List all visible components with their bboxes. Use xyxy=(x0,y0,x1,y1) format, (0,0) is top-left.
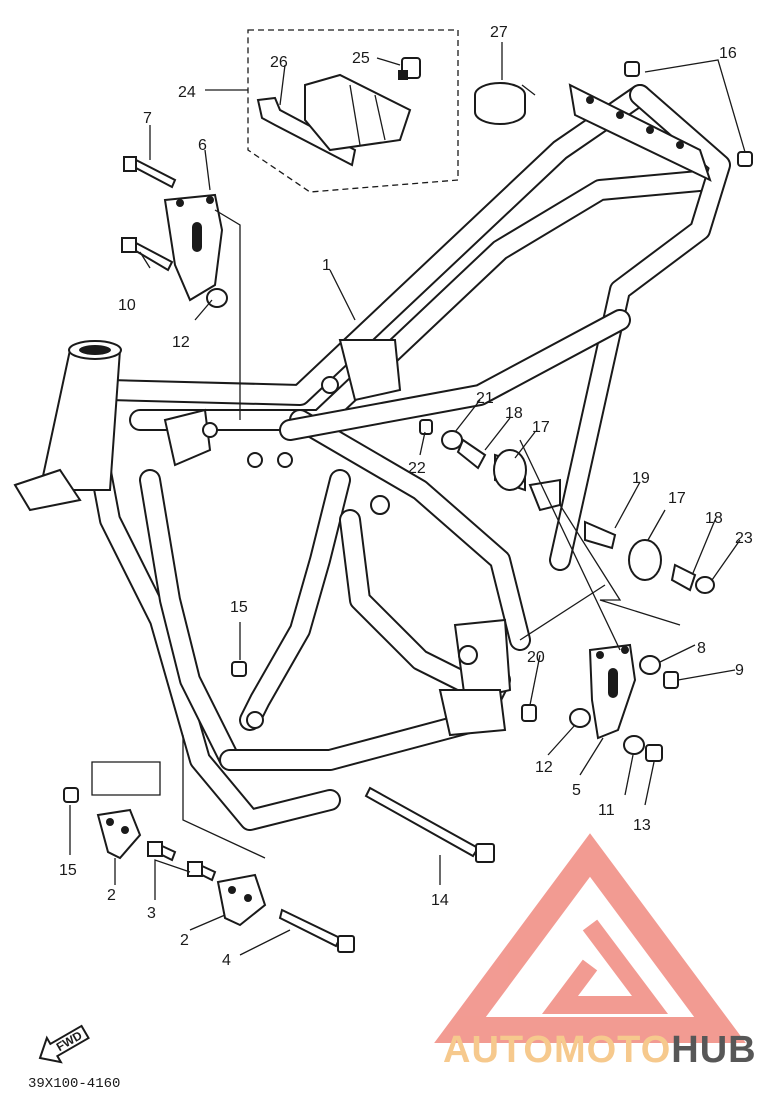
callout-24: 24 xyxy=(178,84,196,101)
callout-13: 13 xyxy=(633,817,651,834)
callout-22: 22 xyxy=(408,460,426,477)
nut-part xyxy=(231,661,247,677)
callout-1: 1 xyxy=(322,257,331,274)
gusset-plate xyxy=(338,339,402,402)
callout-7: 7 xyxy=(143,110,152,127)
engine-bracket-rear xyxy=(588,643,637,740)
callout-23: 23 xyxy=(735,530,753,547)
callout-6: 6 xyxy=(198,137,207,154)
bushing-set-upper xyxy=(419,419,561,512)
rear-loop-bracket xyxy=(568,83,712,182)
alignment-lines xyxy=(91,209,681,859)
callouts: 1 2 2 3 4 5 6 7 8 9 10 11 12 12 13 14 15… xyxy=(59,24,753,969)
callout-12-lower: 12 xyxy=(535,759,553,776)
watermark-brand-part1: AUTOMOTO xyxy=(443,1029,671,1071)
gusset-plate xyxy=(438,689,507,737)
washer-part xyxy=(639,655,661,675)
collar-part xyxy=(474,82,536,125)
washer-part xyxy=(623,735,645,755)
nut-part xyxy=(645,744,663,762)
through-bolt-part xyxy=(364,786,495,863)
watermark-triangle xyxy=(434,833,746,1043)
callout-8: 8 xyxy=(697,640,706,657)
callout-15-center: 15 xyxy=(230,599,248,616)
callout-21: 21 xyxy=(476,390,494,407)
bolt-part xyxy=(187,861,217,882)
tool-bag-part xyxy=(304,73,412,152)
callout-19: 19 xyxy=(632,470,650,487)
callout-16: 16 xyxy=(719,45,737,62)
callout-2-right: 2 xyxy=(180,932,189,949)
drawing-code: 39X100-4160 xyxy=(28,1076,120,1092)
callout-3: 3 xyxy=(147,905,156,922)
callout-4: 4 xyxy=(222,952,231,969)
fwd-arrow: FWD xyxy=(38,1024,90,1064)
gusset-plate xyxy=(453,618,512,702)
spark-plug-cap-part xyxy=(398,57,421,80)
callout-10: 10 xyxy=(118,297,136,314)
leader-lines xyxy=(69,42,746,956)
callout-18-lower: 18 xyxy=(705,510,723,527)
callout-18-upper: 18 xyxy=(505,405,523,422)
engine-mount-plate-right xyxy=(216,873,267,927)
head-pipe xyxy=(13,340,122,512)
callout-9: 9 xyxy=(735,662,744,679)
washer-part xyxy=(569,708,591,728)
tool-kit-group xyxy=(205,29,459,193)
callout-5: 5 xyxy=(572,782,581,799)
callout-12-upper: 12 xyxy=(172,334,190,351)
callout-27: 27 xyxy=(490,24,508,41)
callout-15-left: 15 xyxy=(59,862,77,879)
bolt-part xyxy=(123,156,177,189)
washer-part xyxy=(206,288,228,308)
callout-26: 26 xyxy=(270,54,288,71)
bushing-set-lower xyxy=(584,520,715,594)
nut-part xyxy=(521,704,537,722)
frame-boss xyxy=(202,376,478,729)
bolt-part xyxy=(121,237,174,272)
main-frame xyxy=(13,83,731,831)
engine-mount-plate-left xyxy=(96,808,142,860)
watermark-text: AUTOMOTOHUB xyxy=(443,1029,757,1071)
callout-25: 25 xyxy=(352,50,370,67)
callout-20: 20 xyxy=(527,649,545,666)
engine-bracket-upper xyxy=(163,193,224,302)
callout-11: 11 xyxy=(598,802,615,819)
watermark-logo: AUTOMOTOHUB xyxy=(434,833,757,1071)
nut-part xyxy=(663,671,679,689)
long-bolt-part xyxy=(278,908,355,953)
callout-14: 14 xyxy=(431,892,449,909)
watermark-brand-part2: HUB xyxy=(671,1029,756,1071)
bolt-part xyxy=(147,841,177,862)
nut-part xyxy=(63,787,79,803)
cap-part xyxy=(624,61,753,167)
callout-2-left: 2 xyxy=(107,887,116,904)
tool-kit-outline xyxy=(247,29,459,193)
callout-17-upper: 17 xyxy=(532,419,550,436)
callout-17-lower: 17 xyxy=(668,490,686,507)
gusset-plate xyxy=(163,408,212,467)
